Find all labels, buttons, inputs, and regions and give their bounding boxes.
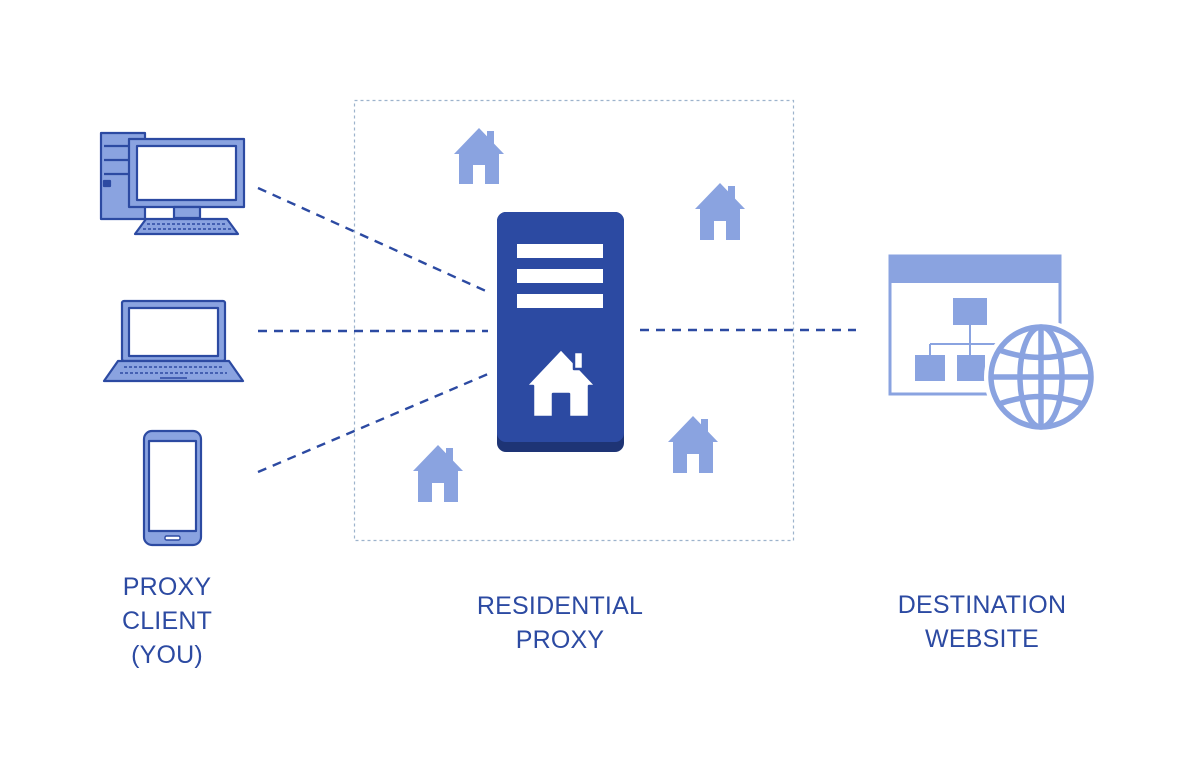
sitemap-icon <box>915 298 1008 381</box>
residential-proxy-label-line: PROXY <box>515 626 605 654</box>
website-sitemap-globe-icon <box>888 254 1098 434</box>
residential-network-boundary <box>353 99 795 542</box>
house-icon <box>668 416 718 473</box>
proxy-client-label-line: PROXY <box>122 573 212 601</box>
house-icon <box>524 347 598 419</box>
connection-lines <box>257 186 856 474</box>
house-icon <box>413 445 463 502</box>
destination-website-label-line: DESTINATION <box>897 591 1067 619</box>
residential-proxy-label: RESIDENTIAL PROXY <box>420 589 700 657</box>
desktop-computer-icon <box>99 131 246 236</box>
globe-icon <box>984 320 1098 434</box>
laptop-icon <box>102 299 245 383</box>
phone-connection-line <box>257 372 489 474</box>
residential-houses <box>413 128 745 502</box>
residential-proxy-label-line: RESIDENTIAL <box>476 592 644 620</box>
destination-website-label: DESTINATION WEBSITE <box>842 588 1122 656</box>
destination-website-label-line: WEBSITE <box>925 625 1039 653</box>
desktop-connection-line <box>257 186 489 294</box>
proxy-server-icon <box>497 212 624 452</box>
browser-titlebar <box>890 256 1060 283</box>
house-icon <box>695 183 745 240</box>
house-icon <box>454 128 504 184</box>
proxy-client-label-line: (YOU) <box>131 641 203 669</box>
smartphone-icon <box>142 429 203 547</box>
proxy-client-label: PROXY CLIENT (YOU) <box>67 570 267 672</box>
proxy-client-label-line: CLIENT <box>121 607 213 635</box>
